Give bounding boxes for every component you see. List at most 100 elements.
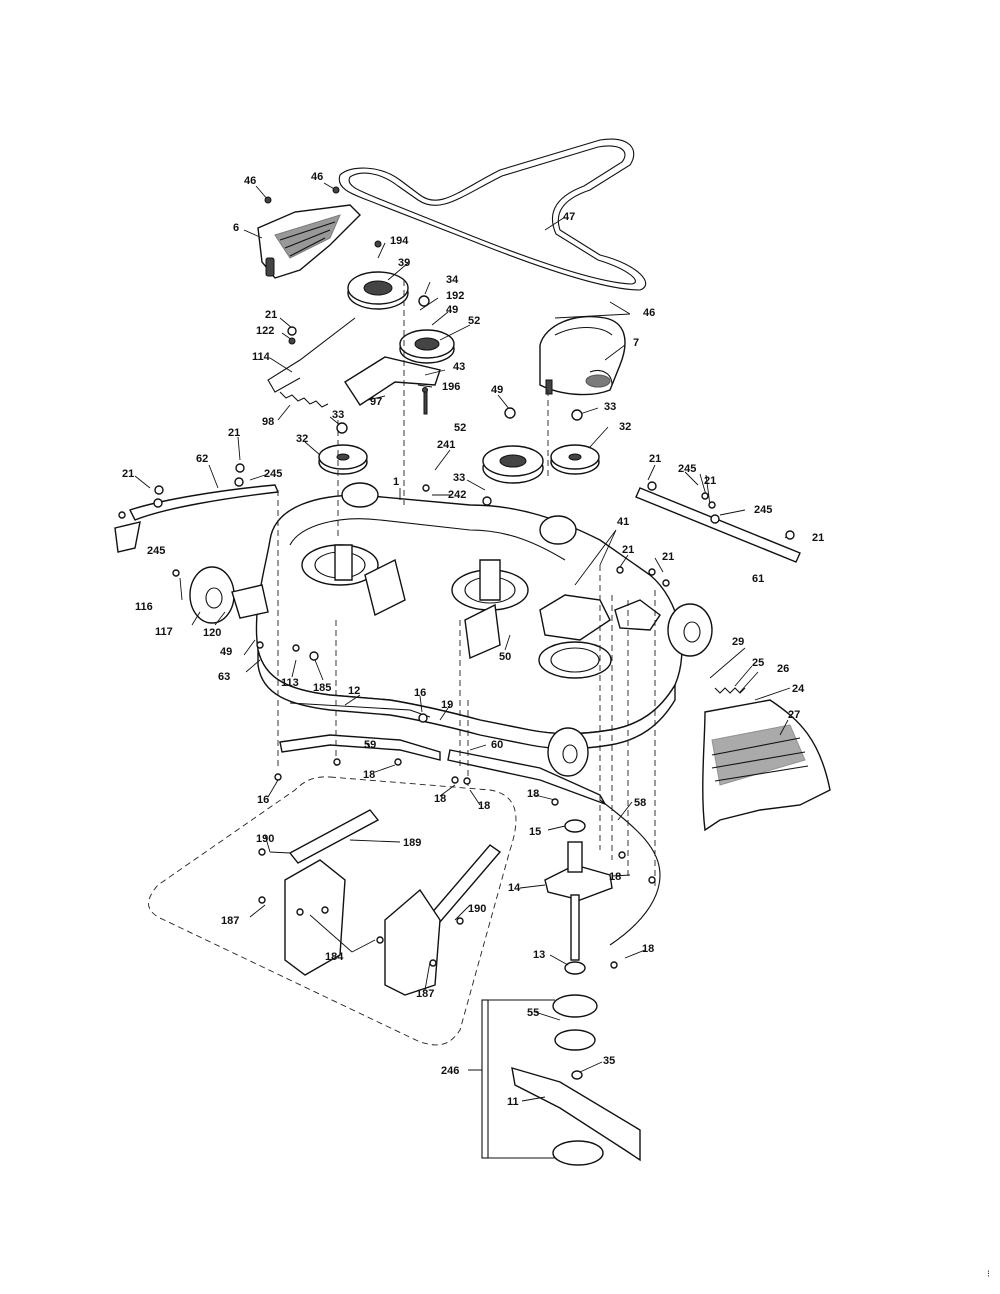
chute-spring <box>714 687 746 694</box>
callout-97: 97 <box>370 396 382 408</box>
callout-52: 52 <box>454 422 466 434</box>
callout-114: 114 <box>252 351 271 363</box>
stabilizer-bar-left <box>129 484 280 521</box>
spindle-pulley-center <box>482 445 544 484</box>
callout-21: 21 <box>662 551 674 563</box>
hardware <box>118 186 795 969</box>
callout-21: 21 <box>704 475 716 487</box>
deck-wheel-left-front <box>341 482 379 508</box>
callout-21: 21 <box>122 468 134 480</box>
blade-assembly <box>481 994 641 1166</box>
mower-blade <box>511 1067 641 1162</box>
gauge-plate-left <box>284 859 346 976</box>
callout-113: 113 <box>281 677 299 689</box>
callout-33: 33 <box>332 409 344 421</box>
callout-184: 184 <box>325 951 344 963</box>
callout-33: 33 <box>604 401 616 413</box>
idler-pulley-39 <box>347 271 409 310</box>
callout-24: 24 <box>792 683 805 695</box>
corner-mark: ⁝ <box>986 1269 990 1280</box>
leader-lines <box>134 182 791 1102</box>
deck-wheel-left-rear <box>189 566 235 624</box>
callout-6: 6 <box>233 222 239 234</box>
callout-18: 18 <box>527 788 539 800</box>
callout-41: 41 <box>617 516 629 528</box>
discharge-chute <box>702 687 831 832</box>
callout-116: 116 <box>135 601 153 613</box>
callout-1: 1 <box>393 476 399 488</box>
spindle-pulley-left <box>318 444 368 475</box>
callout-labels: 46 46 6 194 39 34 192 49 52 47 46 7 21 1… <box>122 171 824 1108</box>
spindle-assembly <box>544 819 613 975</box>
callout-12: 12 <box>348 685 360 697</box>
callout-18: 18 <box>642 943 654 955</box>
callout-19: 19 <box>441 699 453 711</box>
callout-190: 190 <box>256 833 274 845</box>
callout-21: 21 <box>228 427 240 439</box>
callout-16: 16 <box>414 687 426 699</box>
callout-21: 21 <box>622 544 634 556</box>
callout-43: 43 <box>453 361 465 373</box>
callout-242: 242 <box>448 489 466 501</box>
callout-245: 245 <box>264 468 282 480</box>
callout-47: 47 <box>563 211 575 223</box>
callout-63: 63 <box>218 671 230 683</box>
callout-192: 192 <box>446 290 464 302</box>
belt-cover-right <box>539 315 626 396</box>
callout-35: 35 <box>603 1055 615 1067</box>
callout-21: 21 <box>812 532 824 544</box>
callout-52: 52 <box>468 315 480 327</box>
wheel-bracket-left <box>231 584 269 619</box>
callout-46: 46 <box>643 307 655 319</box>
callout-15: 15 <box>529 826 541 838</box>
callout-55: 55 <box>527 1007 539 1019</box>
callout-14: 14 <box>508 882 521 894</box>
spring-98 <box>279 391 329 408</box>
callout-50: 50 <box>499 651 511 663</box>
callout-26: 26 <box>777 663 789 675</box>
deck-belt <box>338 138 647 291</box>
callout-187: 187 <box>221 915 239 927</box>
callout-245: 245 <box>678 463 696 475</box>
callout-62: 62 <box>196 453 208 465</box>
callout-39: 39 <box>398 257 410 269</box>
callout-59: 59 <box>364 739 376 751</box>
stabilizer-bar-right <box>635 487 801 563</box>
callout-61: 61 <box>752 573 764 585</box>
callout-18: 18 <box>363 769 375 781</box>
spindle-pulley-right <box>550 444 600 475</box>
callout-49: 49 <box>446 304 458 316</box>
callout-245: 245 <box>147 545 165 557</box>
callout-11: 11 <box>507 1096 519 1108</box>
callout-120: 120 <box>203 627 221 639</box>
callout-189: 189 <box>403 837 421 849</box>
callout-196: 196 <box>442 381 460 393</box>
front-hanger-59 <box>279 734 441 761</box>
callout-32: 32 <box>296 433 308 445</box>
callout-33: 33 <box>453 472 465 484</box>
callout-60: 60 <box>491 739 503 751</box>
callout-49: 49 <box>220 646 232 658</box>
callout-187: 187 <box>416 988 434 1000</box>
callout-34: 34 <box>446 274 459 286</box>
callout-190: 190 <box>468 903 486 915</box>
belt-cover-left <box>257 204 361 279</box>
gauge-plate-right <box>384 888 441 996</box>
callout-245: 245 <box>754 504 772 516</box>
deck-wheel-front <box>547 727 589 777</box>
callout-18: 18 <box>434 793 446 805</box>
callout-122: 122 <box>256 325 274 337</box>
gauge-bracket-189-left <box>288 809 380 864</box>
callout-117: 117 <box>155 626 173 638</box>
callout-16: 16 <box>257 794 269 806</box>
callout-58: 58 <box>634 797 646 809</box>
callout-25: 25 <box>752 657 764 669</box>
callout-13: 13 <box>533 949 545 961</box>
callout-7: 7 <box>633 337 639 349</box>
deck-belt-inner <box>348 145 636 285</box>
deck-wheel-right <box>667 603 713 657</box>
callout-29: 29 <box>732 636 744 648</box>
callout-46: 46 <box>244 175 256 187</box>
callout-185: 185 <box>313 682 331 694</box>
